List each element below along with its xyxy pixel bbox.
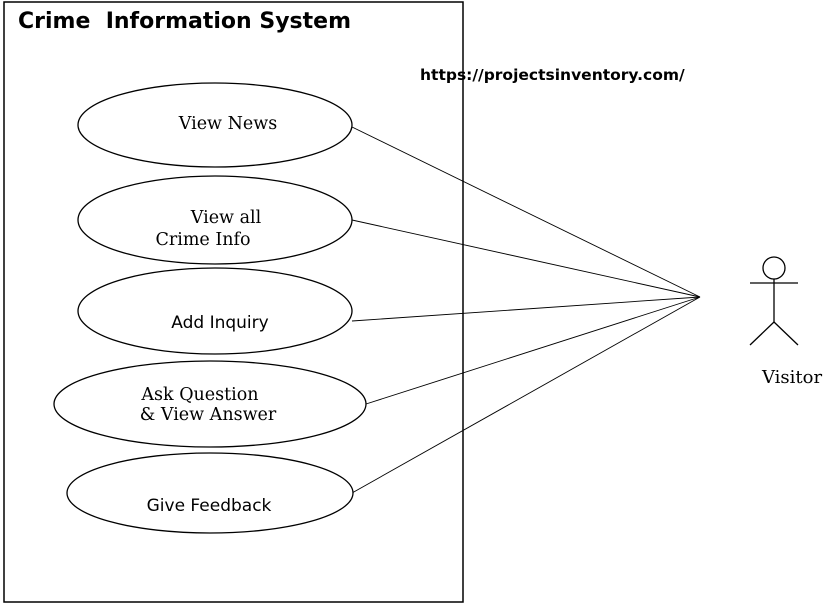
system-boundary <box>3 1 464 603</box>
use-case-label: Add Inquiry <box>171 313 268 333</box>
system-title: Crime Information System <box>18 9 351 34</box>
use-case-label: Crime Info <box>155 230 250 250</box>
use-case-give-feedback[interactable]: Give Feedback <box>66 452 354 534</box>
association-line <box>351 219 701 298</box>
actor-left-leg <box>749 321 775 346</box>
association-line <box>351 126 701 298</box>
use-case-ask-question-view-answer[interactable]: Ask Question & View Answer <box>53 360 367 448</box>
use-case-view-all-crime-info[interactable]: View all Crime Info <box>77 175 353 265</box>
actor-visitor[interactable]: Visitor <box>749 256 823 388</box>
use-case-view-news[interactable]: View News <box>77 82 353 168</box>
use-case-label: View all <box>190 208 262 228</box>
association-line <box>351 296 701 322</box>
actor-label: Visitor <box>761 367 823 388</box>
associations <box>351 126 701 494</box>
actor-right-leg <box>773 321 799 346</box>
use-case-label: Ask Question <box>140 385 258 405</box>
association-line <box>365 296 701 405</box>
use-case-add-inquiry[interactable]: Add Inquiry <box>77 267 353 355</box>
actor-head <box>762 256 786 280</box>
use-case-label: & View Answer <box>140 405 277 425</box>
use-case-label: Give Feedback <box>147 496 272 516</box>
watermark-url: https://projectsinventory.com/ <box>420 66 685 84</box>
association-line <box>351 296 701 494</box>
use-case-label: View News <box>178 114 277 134</box>
